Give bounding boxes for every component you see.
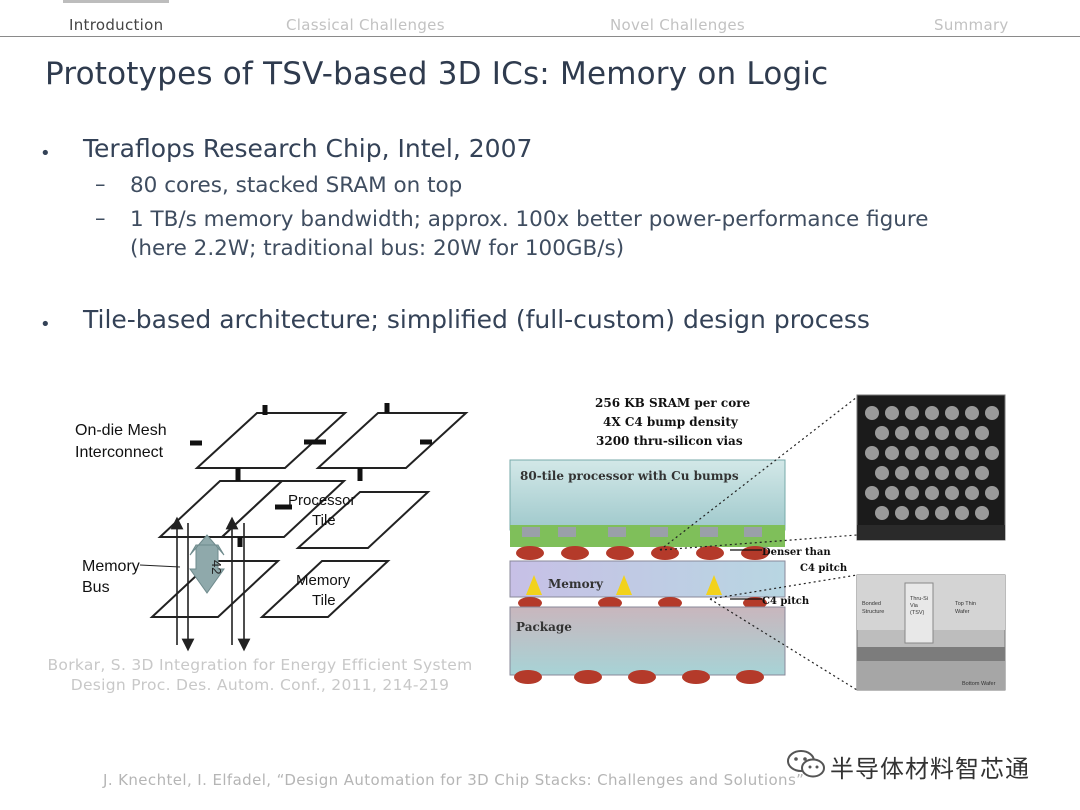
section-nav: Introduction Classical Challenges Novel …	[0, 0, 1080, 36]
label-bus-line-1: Memory	[82, 558, 140, 575]
spec-sram: 256 KB SRAM per core	[595, 396, 751, 410]
label-bus-line-2: Bus	[82, 579, 110, 596]
sem-label-wafer: Wafer	[955, 609, 970, 615]
sem-label-thru-si: Thru-Si	[910, 596, 928, 602]
watermark-text: 半导体材料智芯通	[830, 755, 1030, 783]
spec-bump-density: 4X C4 bump density	[603, 415, 739, 429]
denser-label-line-2: C4 pitch	[800, 563, 848, 574]
sub-bullet-2-line-2: (here 2.2W; traditional bus: 20W for 100…	[130, 236, 625, 261]
package-label: Package	[516, 620, 572, 634]
sub-bullet-2-line-1: 1 TB/s memory bandwidth; approx. 100x be…	[130, 207, 929, 232]
nav-divider	[0, 36, 1080, 37]
memory-layer-label: Memory	[548, 577, 604, 591]
wechat-icon	[787, 750, 825, 778]
label-mesh-line-1: On-die Mesh	[75, 422, 167, 439]
c4-pitch-label: C4 pitch	[762, 596, 810, 607]
tab-introduction[interactable]: Introduction	[62, 0, 170, 34]
tab-classical-challenges[interactable]: Classical Challenges	[286, 16, 445, 34]
sem-label-bottom-wafer: Bottom Wafer	[962, 681, 996, 687]
sem-label-structure: Structure	[862, 609, 884, 615]
figure-citation: Borkar, S. 3D Integration for Energy Eff…	[30, 655, 490, 695]
sub-bullet-1: 80 cores, stacked SRAM on top	[130, 173, 463, 198]
watermark: 半导体材料智芯通	[782, 745, 1052, 785]
chip-stack-figure: 256 KB SRAM per core 4X C4 bump density …	[509, 394, 1006, 691]
label-processor-line-2: Tile	[312, 512, 336, 529]
label-mesh-line-2: Interconnect	[75, 444, 164, 461]
citation-line-2: Design Proc. Des. Autom. Conf., 2011, 21…	[70, 676, 450, 694]
sub-bullet-marker: –	[95, 206, 106, 230]
tile-architecture-diagram: 42 On-die Mesh Interconnect Processor Ti…	[75, 403, 469, 652]
bullet-marker: •	[40, 314, 51, 335]
bullet-marker: •	[40, 143, 51, 164]
sem-label-via: Via	[910, 603, 919, 609]
denser-label-line-1: Denser than	[762, 547, 831, 558]
mesh-tile	[194, 412, 348, 469]
tab-summary[interactable]: Summary	[934, 16, 1009, 34]
citation-line-1: Borkar, S. 3D Integration for Energy Eff…	[47, 656, 473, 674]
bullet-1: Teraflops Research Chip, Intel, 2007	[83, 134, 533, 163]
processor-tile	[295, 491, 431, 549]
sem-bump-pattern	[865, 406, 999, 520]
label-memory-line-1: Memory	[296, 572, 351, 589]
tab-novel-challenges[interactable]: Novel Challenges	[610, 16, 746, 34]
sem-label-bonded: Bonded	[862, 601, 881, 607]
bullet-2: Tile-based architecture; simplified (ful…	[83, 305, 870, 334]
sem-label-top-thin: Top Thin	[955, 601, 976, 607]
spec-tsv-count: 3200 thru-silicon vias	[596, 434, 743, 448]
processor-layer-label: 80-tile processor with Cu bumps	[520, 469, 739, 483]
label-processor-line-1: Processor	[288, 492, 356, 509]
label-memory-line-2: Tile	[312, 592, 336, 609]
memory-tile	[149, 560, 281, 618]
sub-bullet-marker: –	[95, 172, 106, 196]
slide-title: Prototypes of TSV-based 3D ICs: Memory o…	[45, 56, 829, 92]
memory-tile	[259, 560, 391, 618]
mesh-tile	[315, 412, 469, 469]
bus-number: 42	[209, 560, 224, 574]
slide-footer: J. Knechtel, I. Elfadel, “Design Automat…	[103, 771, 805, 789]
sem-label-tsv: (TSV)	[910, 610, 925, 616]
